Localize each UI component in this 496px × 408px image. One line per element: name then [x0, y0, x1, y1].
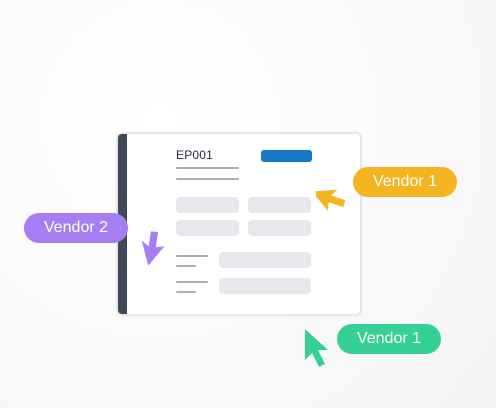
arrow-cursor-icon: [316, 189, 346, 211]
vendor-label-top: Vendor 1: [353, 167, 457, 197]
form-field-wide[interactable]: [219, 278, 311, 294]
vendor-label-bottom: Vendor 1: [337, 324, 441, 354]
document-id: EP001: [176, 148, 214, 162]
field-label-line: [176, 255, 208, 257]
vendor-label-left: Vendor 2: [24, 213, 128, 243]
form-field[interactable]: [248, 220, 311, 236]
form-field[interactable]: [176, 197, 239, 213]
form-field-wide[interactable]: [219, 252, 311, 268]
title-underline-secondary: [176, 178, 239, 180]
primary-action-button[interactable]: [261, 150, 312, 162]
field-label-line: [176, 291, 196, 293]
field-label-line: [176, 281, 208, 283]
arrow-cursor-icon: [141, 231, 165, 266]
form-field[interactable]: [248, 197, 311, 213]
arrow-cursor-icon: [305, 329, 328, 367]
title-underline: [176, 167, 239, 169]
form-field[interactable]: [176, 220, 239, 236]
field-label-line: [176, 265, 196, 267]
